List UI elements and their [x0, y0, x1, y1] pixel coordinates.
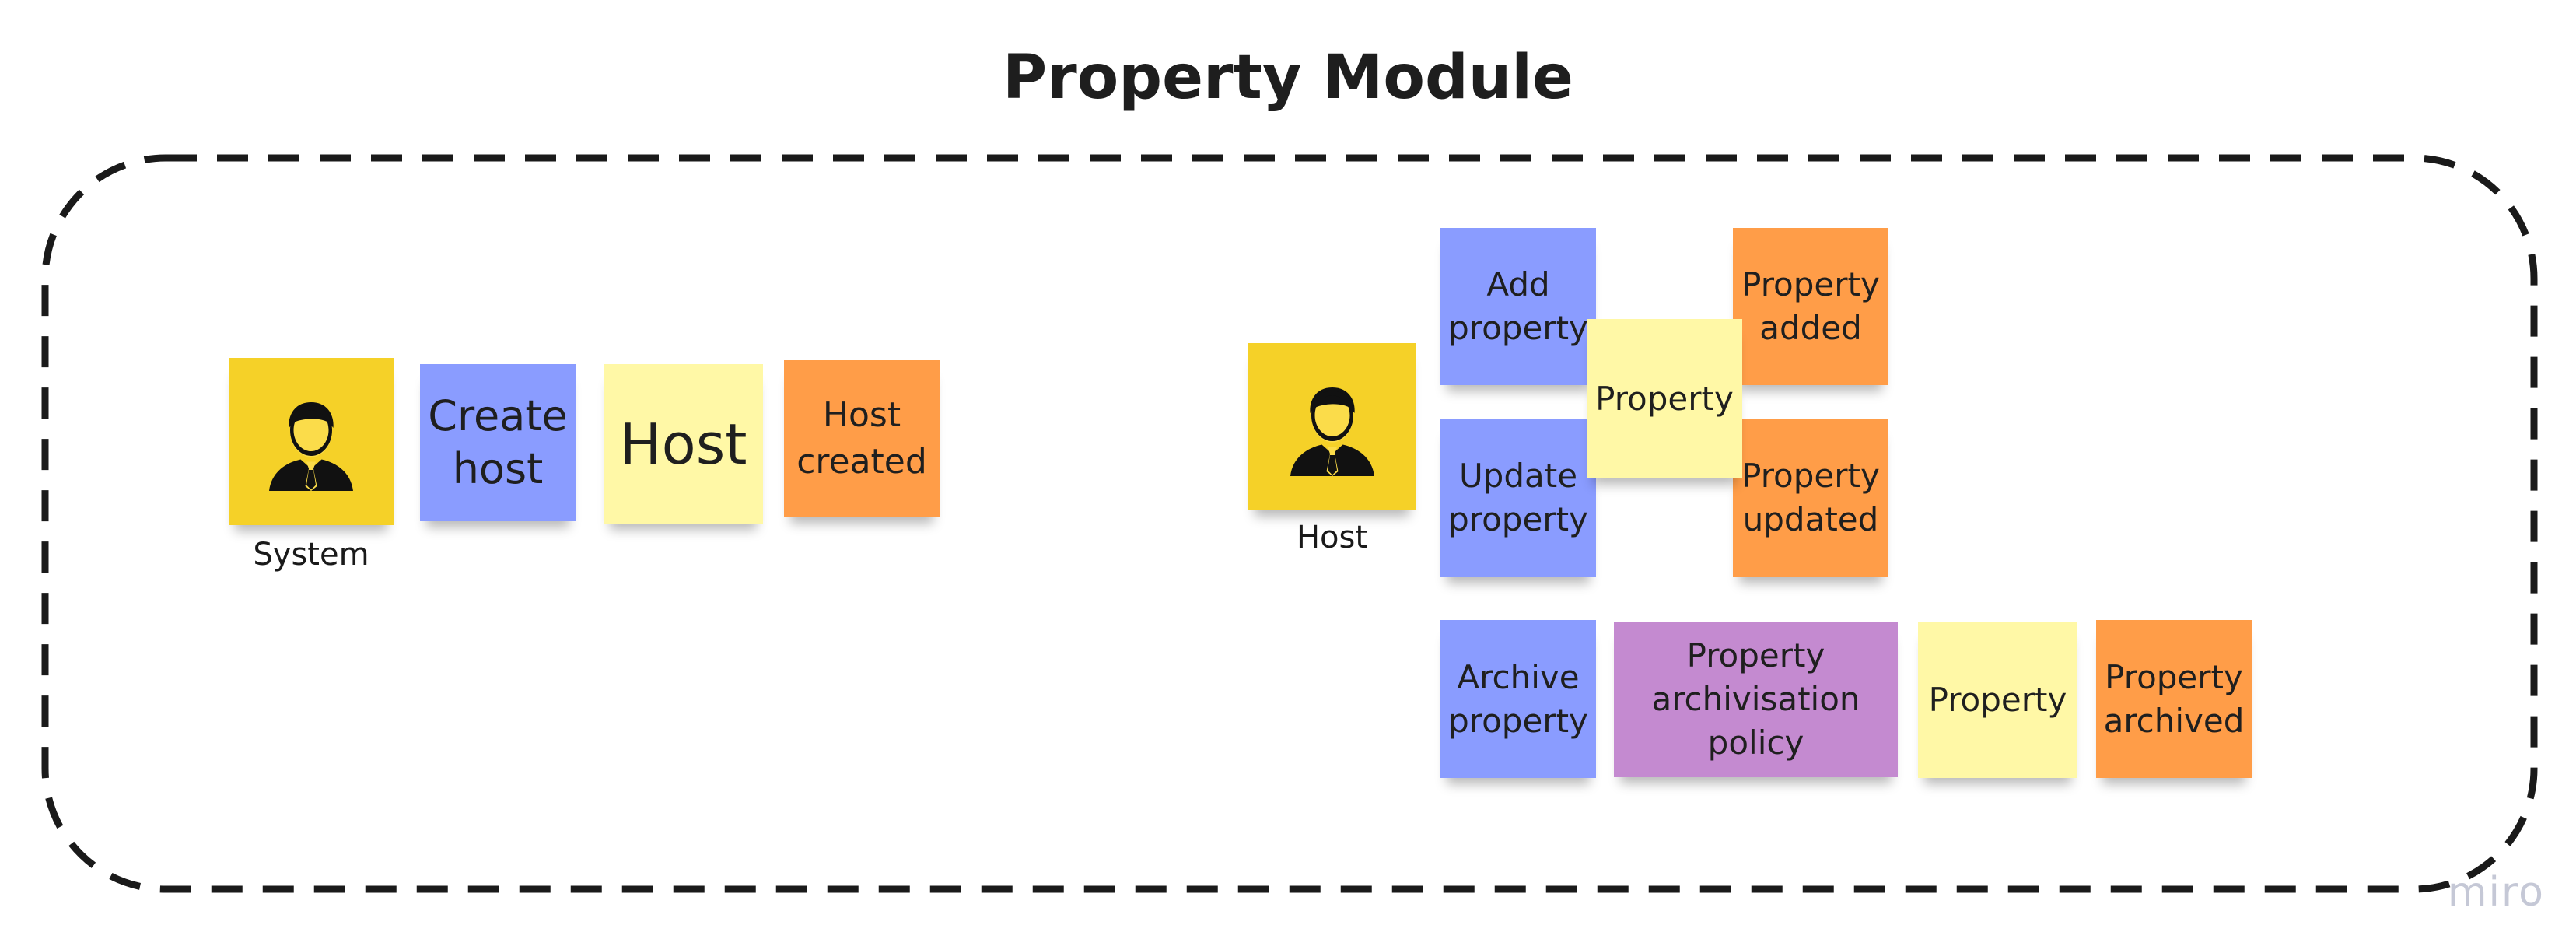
archive-property-command[interactable]: Archive property [1440, 620, 1596, 778]
host-created-event[interactable]: Host created [784, 360, 940, 517]
property-aggregate-archive[interactable]: Property [1918, 622, 2077, 778]
person-icon [1290, 387, 1374, 476]
diagram-title: Property Module [1003, 43, 1573, 113]
property-updated-event[interactable]: Property updated [1733, 419, 1888, 577]
host-actor-label: Host [1296, 520, 1368, 555]
archivisation-policy[interactable]: Property archivisation policy [1614, 622, 1898, 777]
property-added-event[interactable]: Property added [1733, 228, 1888, 385]
update-property-command[interactable]: Update property [1440, 419, 1596, 577]
property-aggregate[interactable]: Property [1587, 319, 1742, 478]
host-actor-card[interactable] [1248, 343, 1416, 510]
create-host-command[interactable]: Create host [420, 364, 576, 521]
system-actor-label: System [253, 537, 369, 573]
miro-watermark: miro [2447, 869, 2545, 916]
person-icon [269, 401, 353, 491]
add-property-command[interactable]: Add property [1440, 228, 1596, 385]
host-aggregate[interactable]: Host [604, 364, 763, 524]
system-actor-card[interactable] [229, 358, 394, 525]
property-archived-event[interactable]: Property archived [2096, 620, 2252, 778]
